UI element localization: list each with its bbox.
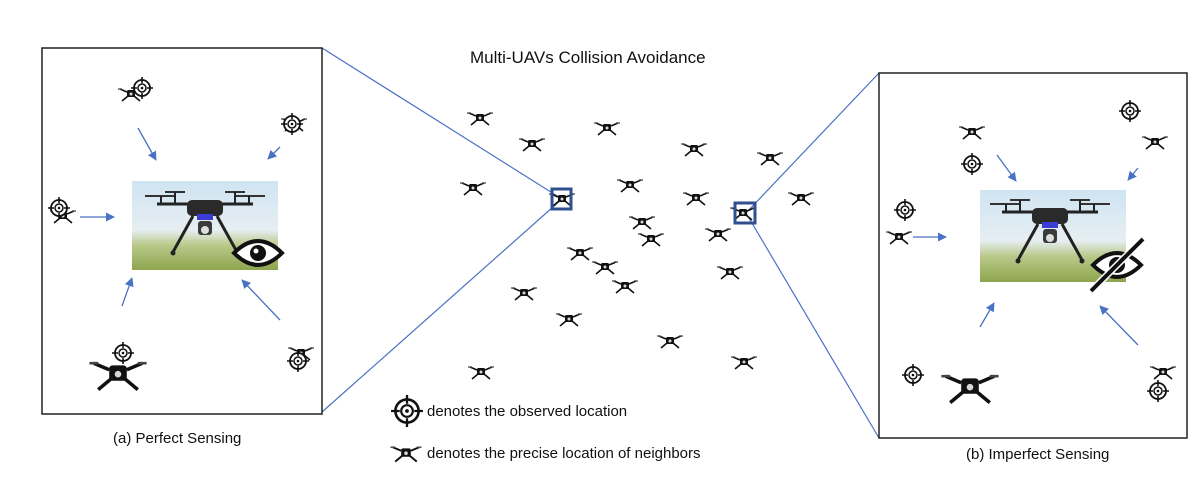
arrow	[979, 302, 995, 328]
swarm-drone	[611, 280, 639, 294]
swarm-drone	[591, 261, 619, 275]
swarm-drone	[704, 228, 732, 242]
arrow	[1127, 167, 1139, 181]
arrow	[996, 154, 1017, 182]
swarm-drone	[756, 152, 784, 166]
zoom-box-left	[550, 187, 573, 211]
swarm-drone	[459, 182, 487, 196]
swarm-drone	[637, 233, 665, 247]
swarm-drone	[593, 122, 621, 136]
arrow	[121, 277, 134, 307]
eye-slash-icon	[1088, 236, 1146, 294]
swarm-drone	[716, 266, 744, 280]
imperfect-sensing-caption: (b) Imperfect Sensing	[966, 446, 1110, 463]
legend-precise-text: denotes the precise location of neighbor…	[427, 445, 701, 462]
zoom-box-right	[733, 201, 757, 225]
arrow	[267, 146, 281, 160]
swarm-drone	[787, 192, 815, 206]
zoom-line-right	[745, 72, 880, 439]
uav-swarm	[459, 112, 815, 380]
figure-title: Multi-UAVs Collision Avoidance	[470, 48, 706, 67]
swarm-drone	[467, 366, 495, 380]
swarm-drone	[616, 179, 644, 193]
swarm-drone	[566, 247, 594, 261]
swarm-drone	[628, 216, 656, 230]
swarm-drone	[518, 138, 546, 152]
perfect-sensing-caption: (a) Perfect Sensing	[113, 430, 242, 447]
legend-observed-text: denotes the observed location	[427, 403, 628, 420]
arrow	[1099, 305, 1139, 346]
arrow	[137, 127, 157, 161]
swarm-drone	[466, 112, 494, 126]
arrow	[241, 279, 281, 321]
swarm-drone	[555, 313, 583, 327]
swarm-drone	[730, 356, 758, 370]
swarm-drone	[682, 192, 710, 206]
legend-target-icon	[389, 393, 425, 429]
swarm-drone	[680, 143, 708, 157]
zoom-line-left	[321, 47, 563, 413]
swarm-drone	[510, 287, 538, 301]
swarm-drone	[656, 335, 684, 349]
legend-drone-icon	[389, 446, 423, 463]
eye-icon	[231, 239, 285, 267]
